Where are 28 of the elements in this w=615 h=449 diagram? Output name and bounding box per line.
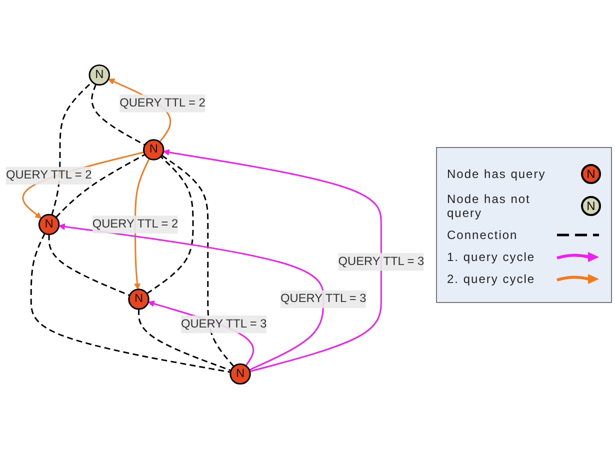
connector <box>138 309 232 372</box>
edge-label: QUERY TTL = 3 <box>280 292 366 306</box>
edge-label: QUERY TTL = 2 <box>120 96 206 110</box>
legend-text: Connection <box>447 228 519 242</box>
node-circle: N <box>88 64 110 86</box>
connector <box>30 233 231 373</box>
legend-text: Node has query <box>447 166 547 180</box>
edge-label: QUERY TTL = 2 <box>6 168 92 182</box>
arrow <box>58 223 324 371</box>
connector <box>48 234 130 296</box>
connector <box>51 81 93 216</box>
legend-node-circle: N <box>581 164 601 184</box>
legend-text: 2. query cycle <box>447 272 536 286</box>
node-circle: N <box>143 139 164 160</box>
node-circle: N <box>230 363 251 385</box>
legend-text: 1. query cycle <box>447 250 536 264</box>
edge-label: QUERY TTL = 2 <box>92 218 178 230</box>
edge-label: QUERY TTL = 3 <box>180 318 267 330</box>
node-circle: N <box>128 288 150 310</box>
connector <box>55 154 146 218</box>
edge-label: QUERY TTL = 3 <box>338 255 424 268</box>
connector <box>161 154 234 367</box>
connector <box>146 156 194 294</box>
connector <box>91 84 146 146</box>
legend-node-circle: N <box>581 196 601 216</box>
legend-text: Node has not query <box>447 192 532 220</box>
node-circle: N <box>38 214 60 236</box>
arrow <box>163 149 382 372</box>
